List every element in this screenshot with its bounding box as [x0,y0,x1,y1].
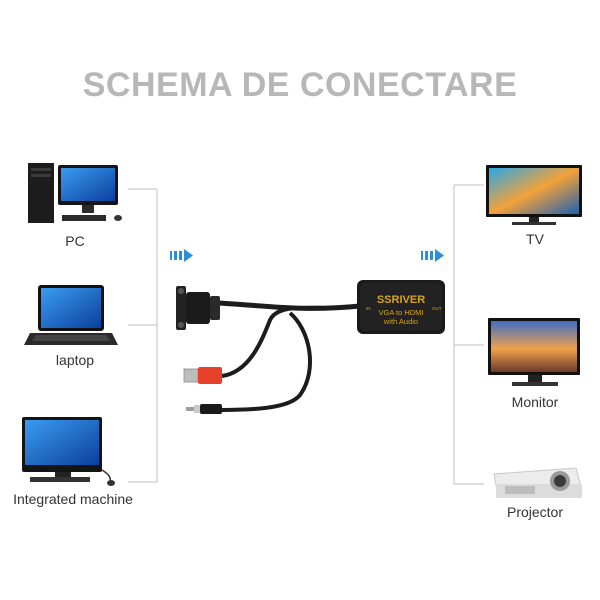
adapter-line-1: VGA to HDMI [378,308,423,317]
output-label-projector: Projector [506,504,564,520]
source-bracket [128,188,158,483]
adapter-output-mark: OUT [432,306,442,311]
audio-jack-plug [186,404,222,414]
adapter-box: SSRIVER VGA to HDMI with Audio IN OUT [357,280,445,334]
vga-connector [176,286,220,330]
monitor-icon [488,318,580,386]
output-flow-arrow [421,249,444,262]
source-label-pc: PC [65,233,85,249]
output-bracket [453,184,484,485]
source-label-laptop: laptop [55,352,95,368]
vga-hdmi-adapter: SSRIVER VGA to HDMI with Audio IN OUT [176,280,445,414]
input-flow-arrow [170,249,193,262]
output-label-tv: TV [526,231,544,247]
all-in-one-pc-icon [22,417,115,486]
desktop-pc-icon [28,163,122,223]
source-label-integrated-machine: Integrated machine [13,491,133,507]
laptop-icon [24,285,118,345]
tv-icon [486,165,582,225]
adapter-brand: SSRIVER [377,294,425,306]
adapter-input-mark: IN [366,306,371,311]
diagram-title: SCHEMA DE CONECTARE [82,66,518,104]
output-label-monitor: Monitor [511,394,559,410]
projector-icon [493,467,583,498]
adapter-line-2: with Audio [383,317,418,326]
usb-power-plug [183,367,222,384]
